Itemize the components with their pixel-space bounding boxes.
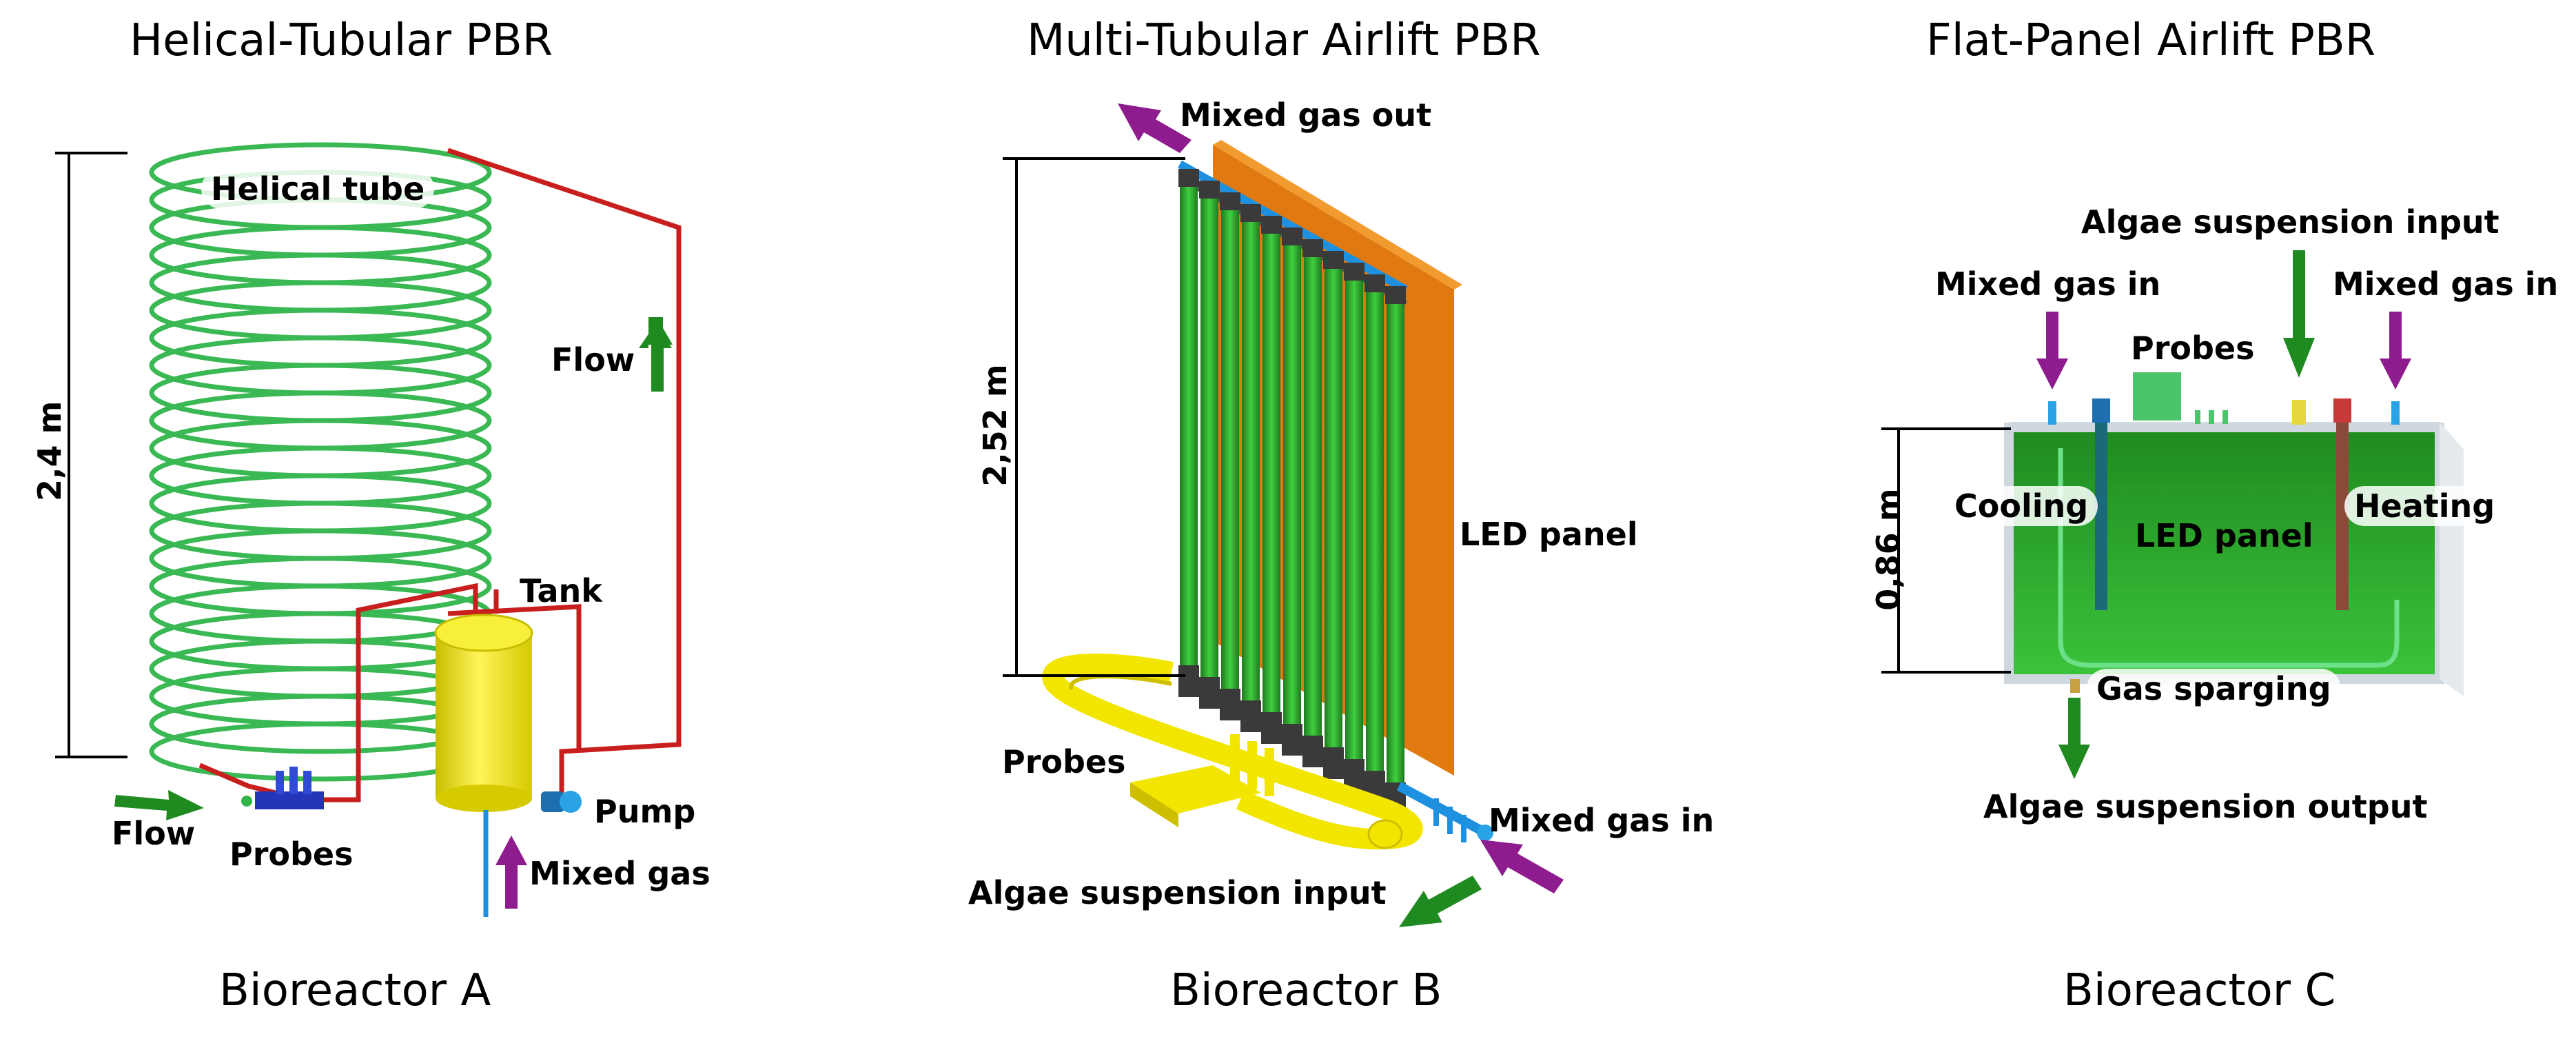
sparger-outlet xyxy=(2070,679,2080,693)
reactor-c xyxy=(1881,250,2464,779)
gas-in-stub-left xyxy=(2048,401,2056,425)
label-tank: Tank xyxy=(520,572,602,609)
label-mixed-gas-in-right: Mixed gas in xyxy=(2333,265,2559,303)
probes-b xyxy=(1130,734,1274,827)
reactor-b xyxy=(1003,103,1564,927)
mixed-gas-out-arrow xyxy=(1118,103,1192,153)
red-pipes-a xyxy=(198,148,682,802)
mixed-gas-in-arrow-left xyxy=(2036,312,2068,390)
height-dimension-b xyxy=(1003,157,1185,677)
probes-a xyxy=(241,767,324,809)
algae-input-arrow-c xyxy=(2283,250,2315,378)
label-led-panel-b: LED panel xyxy=(1460,516,1638,553)
label-mixed-gas-a: Mixed gas xyxy=(529,855,711,892)
tube-caps-top xyxy=(1178,169,1406,304)
label-height-b: 2,52 m xyxy=(977,364,1014,487)
label-heating: Heating xyxy=(2344,486,2505,526)
label-height-a: 2,4 m xyxy=(31,401,68,501)
label-helical-tube: Helical tube xyxy=(201,169,435,209)
flow-bottom-arrow xyxy=(114,790,204,820)
label-probes-b: Probes xyxy=(1002,743,1126,780)
label-mixed-gas-out: Mixed gas out xyxy=(1180,97,1432,134)
label-probes-c: Probes xyxy=(2131,330,2255,367)
label-flow-bottom: Flow xyxy=(112,815,196,852)
caption-c: Bioreactor C xyxy=(2063,965,2336,1016)
label-height-c: 0,86 m xyxy=(1870,488,1907,611)
gas-in-stub-right xyxy=(2391,401,2400,425)
algae-output-arrow-c xyxy=(2058,698,2090,779)
title-b: Multi-Tubular Airlift PBR xyxy=(1027,15,1541,66)
label-mixed-gas-in-left: Mixed gas in xyxy=(1935,265,2161,303)
flow-up-arrow-shape xyxy=(642,319,673,392)
mixed-gas-in-arrow-b xyxy=(1480,840,1564,893)
bottom-gas-manifold xyxy=(1396,781,1493,842)
tank xyxy=(434,614,533,812)
inner-pipe-loop xyxy=(2058,448,2400,668)
label-mixed-gas-in-b: Mixed gas in xyxy=(1489,802,1715,839)
caption-a: Bioreactor A xyxy=(219,965,491,1016)
mixed-gas-in-arrow-right xyxy=(2380,312,2411,390)
caption-b: Bioreactor B xyxy=(1170,965,1442,1016)
yellow-loop-b xyxy=(1042,654,1423,850)
heating-rod xyxy=(2336,417,2349,610)
title-a: Helical-Tubular PBR xyxy=(130,15,553,66)
label-led-panel-c: LED panel xyxy=(2135,517,2313,554)
panel-box-front xyxy=(2004,423,2444,684)
label-algae-input-b: Algae suspension input xyxy=(968,874,1387,911)
height-dimension-a xyxy=(55,152,127,758)
cooling-rod xyxy=(2095,417,2107,610)
label-probes-a: Probes xyxy=(229,836,354,873)
label-algae-output-c: Algae suspension output xyxy=(1983,788,2428,825)
label-cooling: Cooling xyxy=(1945,486,2098,526)
title-c: Flat-Panel Airlift PBR xyxy=(1926,15,2376,66)
tubes-b xyxy=(1180,176,1404,803)
reactor-a xyxy=(55,142,682,917)
label-algae-input-c: Algae suspension input xyxy=(2081,203,2500,241)
inlet-cap-b xyxy=(1367,819,1403,849)
height-dimension-c xyxy=(1881,427,2011,674)
mixed-gas-arrow-a xyxy=(495,836,527,909)
label-gas-sparging: Gas sparging xyxy=(2087,669,2341,709)
label-flow-up: Flow xyxy=(551,341,635,378)
probes-c xyxy=(2133,372,2228,424)
label-pump: Pump xyxy=(594,793,696,830)
pump xyxy=(541,791,582,813)
algae-input-stub xyxy=(2292,400,2306,425)
algae-input-arrow-b xyxy=(1399,876,1482,927)
